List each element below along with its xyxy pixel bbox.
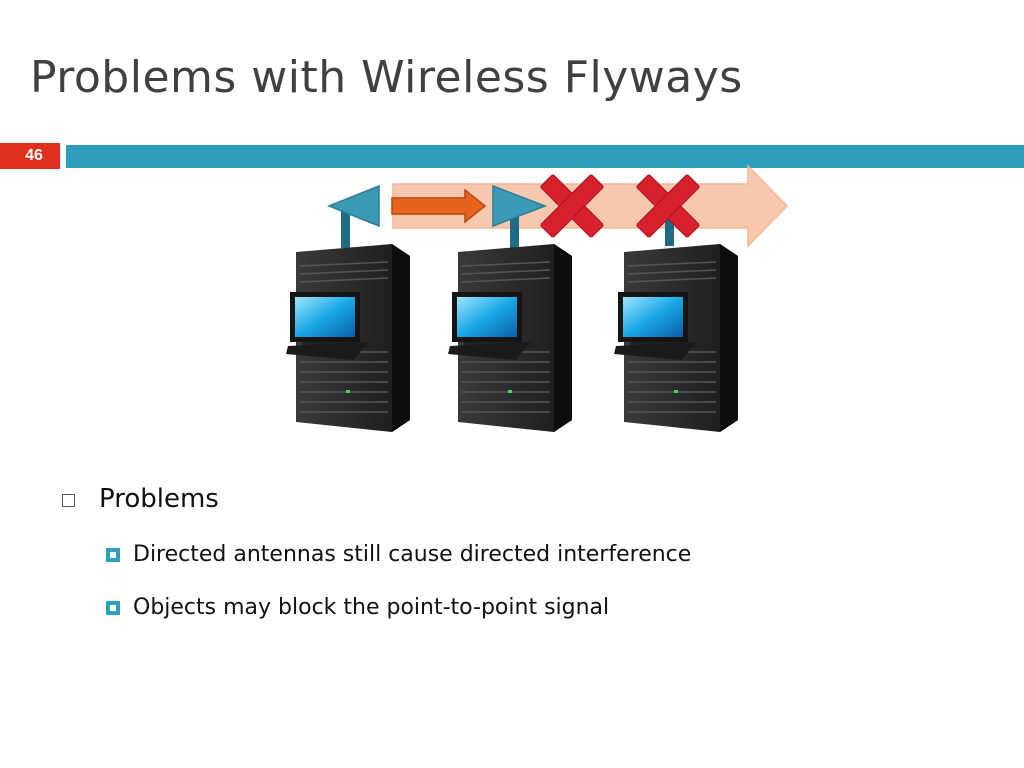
header-accent-bar bbox=[66, 145, 1024, 168]
server-rack-icon bbox=[448, 244, 572, 432]
filled-square-bullet-icon bbox=[106, 600, 120, 615]
sub-bullet: Objects may block the point-to-point sig… bbox=[106, 595, 609, 620]
blocked-x-icon bbox=[636, 174, 700, 238]
server-rack-icon bbox=[614, 244, 738, 432]
antenna-middle-icon bbox=[492, 184, 548, 248]
signal-arrow-icon bbox=[391, 188, 487, 224]
sub-bullet-text: Objects may block the point-to-point sig… bbox=[133, 595, 610, 620]
filled-square-bullet-icon bbox=[106, 547, 120, 562]
flyway-diagram bbox=[286, 164, 789, 432]
server-rack-icon bbox=[286, 244, 410, 432]
antenna-left-icon bbox=[326, 184, 380, 248]
page-number: 46 bbox=[25, 147, 43, 164]
hollow-square-bullet-icon bbox=[62, 493, 75, 507]
bullet-heading: Problems bbox=[99, 484, 219, 514]
sub-bullet: Directed antennas still cause directed i… bbox=[106, 542, 691, 567]
bullet-problems: Problems bbox=[62, 484, 219, 514]
page-number-badge: 46 bbox=[0, 143, 60, 169]
blocked-x-icon bbox=[540, 174, 604, 238]
sub-bullet-text: Directed antennas still cause directed i… bbox=[133, 542, 692, 567]
slide-title: Problems with Wireless Flyways bbox=[30, 52, 743, 103]
